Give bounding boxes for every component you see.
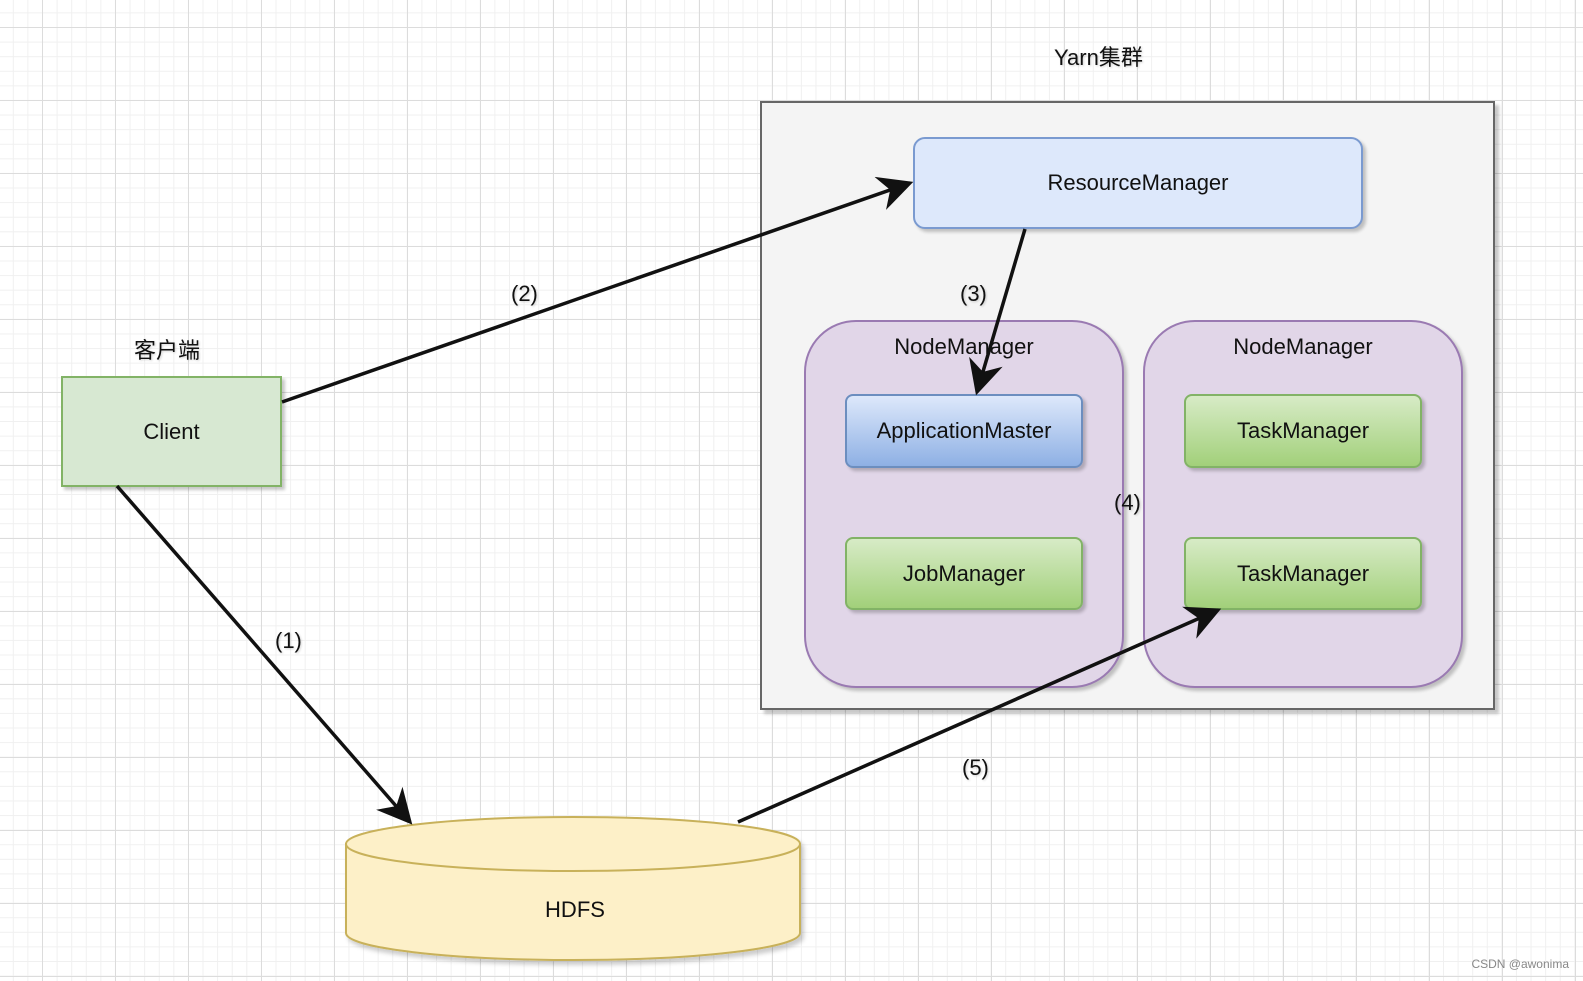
edge-label-2: (2) [511,281,538,306]
task-manager-top-node[interactable]: TaskManager [1184,394,1422,468]
watermark: CSDN @awonima [1471,957,1569,971]
hdfs-label: HDFS [545,897,605,922]
client-node[interactable]: Client [61,376,282,487]
resource-manager-node[interactable]: ResourceManager [913,137,1363,229]
edge-label-4: (4) [1114,490,1141,515]
yarn-cluster-title: Yarn集群 [1054,45,1143,70]
node-manager-right-label: NodeManager [1233,334,1373,359]
job-manager-node[interactable]: JobManager [845,537,1083,610]
edge-label-5: (5) [962,755,989,780]
application-master-node[interactable]: ApplicationMaster [845,394,1083,468]
edge-label-3: (3) [960,281,987,306]
client-group-label: 客户端 [134,338,201,363]
task-manager-bottom-node[interactable]: TaskManager [1184,537,1422,610]
edge-label-1: (1) [275,628,302,653]
